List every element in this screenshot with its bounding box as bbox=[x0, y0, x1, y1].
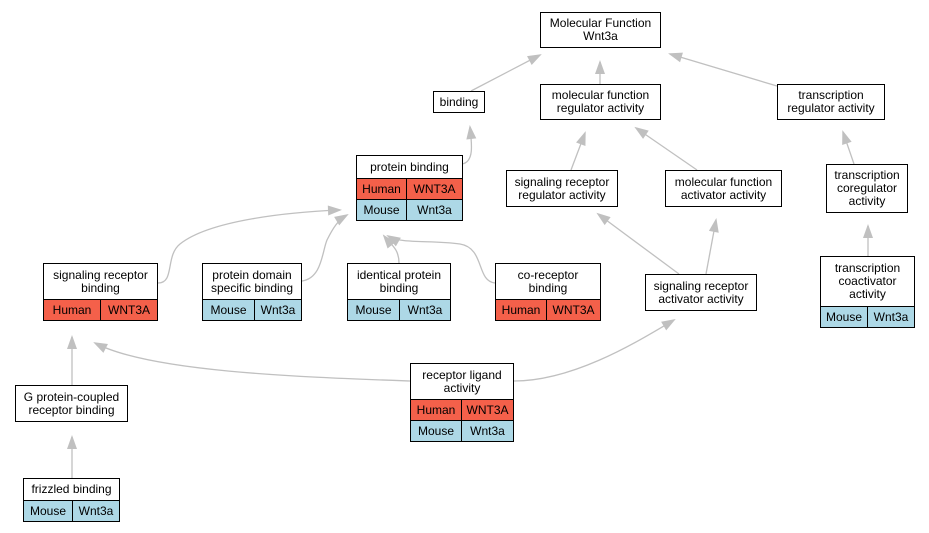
node-label: binding bbox=[439, 94, 479, 109]
species-cell: Human bbox=[496, 300, 547, 320]
gene-cell: Wnt3a bbox=[407, 303, 443, 317]
node-label: frizzled binding bbox=[31, 482, 112, 496]
node-binding[interactable]: binding bbox=[433, 91, 485, 113]
node-label: Molecular Function Wnt3a bbox=[549, 16, 652, 43]
arrowhead-icon bbox=[863, 224, 873, 238]
gene-cell: Wnt3a bbox=[470, 424, 505, 438]
species-cell: Mouse bbox=[348, 300, 400, 320]
node-label: signaling receptor activator activity bbox=[653, 278, 749, 306]
node-label: molecular function regulator activity bbox=[551, 88, 650, 115]
species-cell: Human bbox=[44, 300, 101, 320]
node-identical-protein-binding[interactable]: identical protein binding Mouse Wnt3a bbox=[347, 263, 451, 321]
node-transcription-regulator-activity[interactable]: transcription regulator activity bbox=[777, 84, 885, 120]
edge-rla-to-sraa bbox=[513, 319, 675, 382]
node-label: transcription regulator activity bbox=[787, 88, 875, 115]
node-molecular-function[interactable]: Molecular Function Wnt3a bbox=[540, 12, 661, 48]
node-transcription-coactivator-activity[interactable]: transcription coactivator activity Mouse… bbox=[820, 256, 915, 328]
arrowhead-icon bbox=[327, 205, 342, 216]
arrowhead-icon bbox=[842, 130, 852, 145]
node-label: receptor ligand activity bbox=[422, 367, 502, 395]
gene-cell: WNT3A bbox=[466, 403, 509, 417]
annotation-row: Mouse Wnt3a bbox=[357, 199, 462, 220]
edge-mfaa-to-mfra bbox=[635, 127, 698, 171]
species-cell: Mouse bbox=[203, 300, 255, 320]
node-label: protein binding bbox=[370, 159, 449, 174]
species-cell: Mouse bbox=[411, 421, 462, 441]
node-signaling-receptor-regulator-activity[interactable]: signaling receptor regulator activity bbox=[506, 170, 618, 207]
arrowhead-icon bbox=[527, 54, 542, 65]
node-label: transcription coactivator activity bbox=[834, 261, 901, 301]
arrowhead-icon bbox=[634, 126, 649, 139]
node-label: molecular function activator activity bbox=[674, 174, 773, 202]
node-receptor-ligand-activity[interactable]: receptor ligand activity Human WNT3A Mouse… bbox=[410, 363, 514, 442]
arrowhead-icon bbox=[67, 435, 77, 449]
species-cell: Human bbox=[357, 179, 407, 199]
species-cell: Mouse bbox=[24, 501, 73, 521]
edge-binding-to-mf bbox=[470, 54, 541, 92]
node-label: protein domain specific binding bbox=[210, 267, 294, 295]
species-cell: Mouse bbox=[821, 307, 868, 327]
node-protein-domain-specific-binding[interactable]: protein domain specific binding Mouse Wnt… bbox=[202, 263, 302, 321]
arrowhead-icon bbox=[67, 335, 77, 349]
species-cell: Human bbox=[411, 400, 462, 420]
annotation-row: Mouse Wnt3a bbox=[24, 500, 119, 521]
gene-cell: WNT3A bbox=[413, 182, 456, 196]
edge-sraa-to-srra bbox=[597, 213, 680, 275]
arrowhead-icon bbox=[334, 213, 349, 226]
node-co-receptor-binding[interactable]: co-receptor binding Human WNT3A bbox=[495, 263, 601, 321]
edge-rla-to-srb bbox=[94, 342, 411, 382]
node-molecular-function-activator-activity[interactable]: molecular function activator activity bbox=[665, 170, 782, 207]
node-g-protein-coupled-receptor-binding[interactable]: G protein-coupled receptor binding bbox=[15, 385, 128, 422]
annotation-row: Mouse Wnt3a bbox=[203, 299, 301, 320]
node-label: co-receptor binding bbox=[517, 267, 579, 295]
arrowhead-icon bbox=[466, 125, 477, 140]
gene-cell: Wnt3a bbox=[78, 504, 114, 518]
arrowhead-icon bbox=[382, 234, 396, 249]
node-frizzled-binding[interactable]: frizzled binding Mouse Wnt3a bbox=[23, 478, 120, 522]
arrowhead-icon bbox=[596, 212, 611, 226]
annotation-row: Human WNT3A bbox=[357, 178, 462, 199]
node-signaling-receptor-activator-activity[interactable]: signaling receptor activator activity bbox=[645, 274, 757, 311]
edge-pdsb-to-pb bbox=[301, 214, 348, 282]
node-label: signaling receptor binding bbox=[53, 267, 148, 295]
edge-tra-to-mf bbox=[669, 53, 778, 87]
node-transcription-coregulator-activity[interactable]: transcription coregulator activity bbox=[826, 164, 908, 213]
gene-cell: Wnt3a bbox=[873, 310, 909, 324]
annotation-row: Mouse Wnt3a bbox=[411, 420, 513, 441]
node-signaling-receptor-binding[interactable]: signaling receptor binding Human WNT3A bbox=[43, 263, 158, 321]
arrowhead-icon bbox=[661, 318, 676, 331]
node-molecular-function-regulator-activity[interactable]: molecular function regulator activity bbox=[540, 84, 661, 120]
gene-cell: WNT3A bbox=[108, 303, 150, 317]
gene-cell: Wnt3a bbox=[260, 303, 296, 317]
arrowhead-icon bbox=[668, 52, 683, 63]
species-cell: Mouse bbox=[357, 200, 407, 220]
edge-srb-to-pb bbox=[157, 209, 341, 284]
annotation-row: Human WNT3A bbox=[411, 399, 513, 420]
annotation-row: Mouse Wnt3a bbox=[348, 299, 450, 320]
annotation-row: Mouse Wnt3a bbox=[821, 306, 914, 327]
arrowhead-icon bbox=[93, 342, 108, 353]
node-label: transcription coregulator activity bbox=[834, 168, 900, 208]
node-label: G protein-coupled receptor binding bbox=[23, 389, 120, 417]
edge-crb-to-pb bbox=[387, 235, 496, 284]
arrowhead-icon bbox=[386, 234, 401, 247]
arrowhead-icon bbox=[708, 218, 719, 233]
arrowhead-icon bbox=[576, 131, 586, 146]
annotation-row: Human WNT3A bbox=[44, 299, 157, 320]
node-label: identical protein binding bbox=[356, 267, 442, 295]
arrowhead-icon bbox=[595, 60, 605, 74]
gene-cell: WNT3A bbox=[552, 303, 595, 317]
node-protein-binding[interactable]: protein binding Human WNT3A Mouse Wnt3a bbox=[356, 155, 463, 221]
gene-cell: Wnt3a bbox=[417, 203, 452, 217]
annotation-row: Human WNT3A bbox=[496, 299, 600, 320]
node-label: signaling receptor regulator activity bbox=[514, 174, 610, 202]
